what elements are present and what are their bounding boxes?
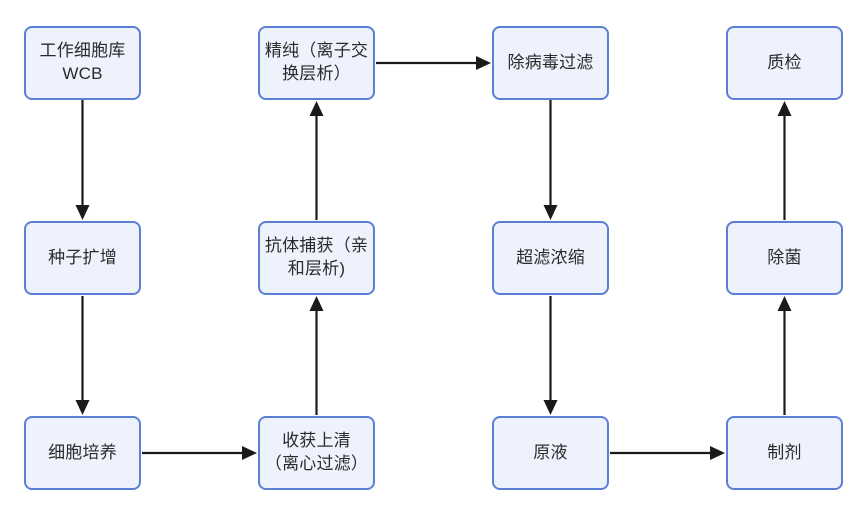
node-sterile-filtration[interactable]: 除菌 — [726, 221, 843, 295]
node-formulation[interactable]: 制剂 — [726, 416, 843, 490]
node-bulk-drug-substance[interactable]: 原液 — [492, 416, 609, 490]
node-polishing-ion-exchange[interactable]: 精纯（离子交 换层析） — [258, 26, 375, 100]
node-harvest-supernatant[interactable]: 收获上清 （离心过滤） — [258, 416, 375, 490]
node-ultrafiltration-concentration[interactable]: 超滤浓缩 — [492, 221, 609, 295]
node-quality-control[interactable]: 质检 — [726, 26, 843, 100]
node-wcb[interactable]: 工作细胞库 WCB — [24, 26, 141, 100]
node-antibody-capture-affinity[interactable]: 抗体捕获（亲 和层析) — [258, 221, 375, 295]
node-cell-culture[interactable]: 细胞培养 — [24, 416, 141, 490]
node-viral-filtration[interactable]: 除病毒过滤 — [492, 26, 609, 100]
node-seed-expansion[interactable]: 种子扩增 — [24, 221, 141, 295]
